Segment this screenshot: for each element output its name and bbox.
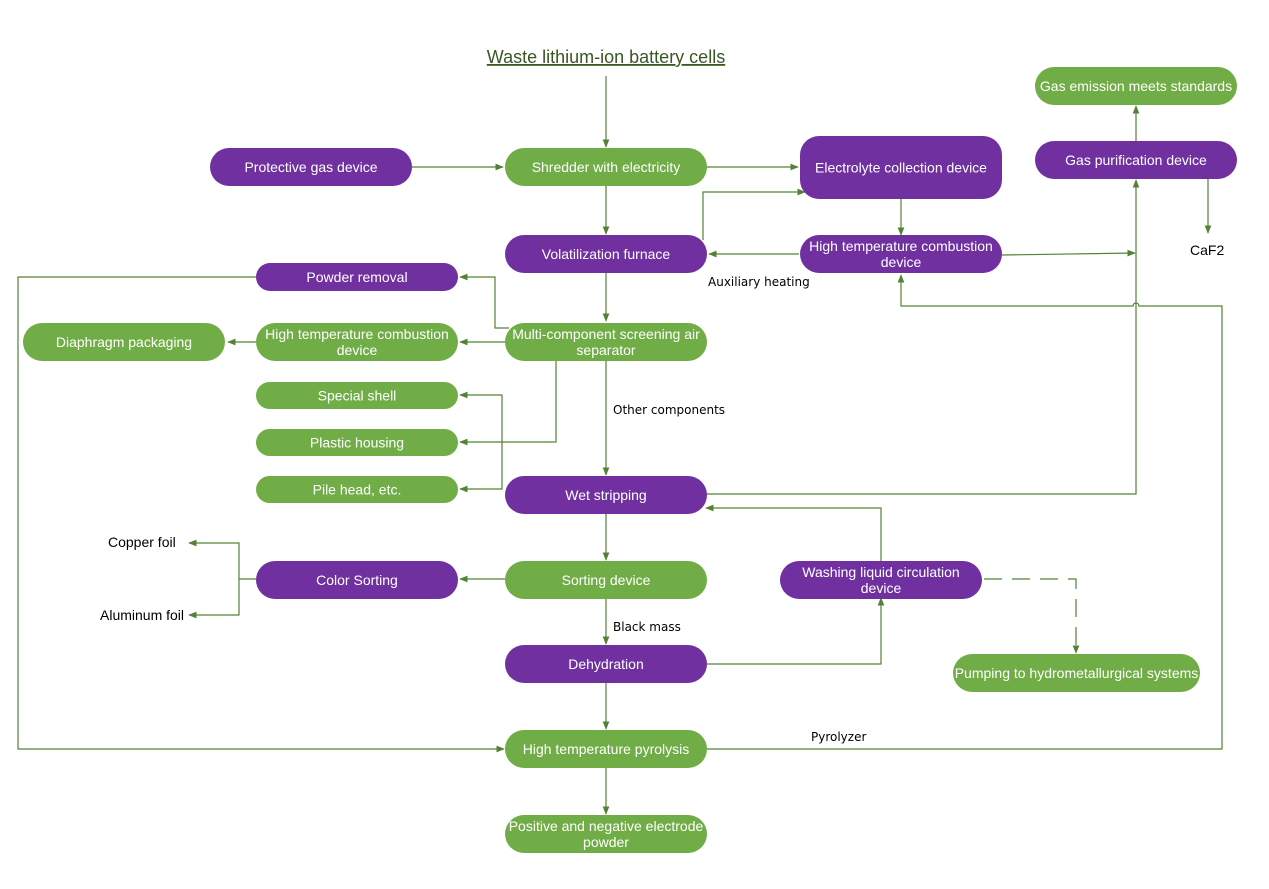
node-box [505,815,707,853]
volatilization-furnace: Volatilization furnace [505,235,707,273]
edges [17,76,1223,815]
pyrolyzer-label: Pyrolyzer [811,730,866,744]
edge-color-to-copper [188,539,256,580]
protective-gas-device: Protective gas device [210,148,412,186]
node-label: Electrolyte collection device [815,160,987,176]
edge-separator-to-plastic [459,361,557,446]
shredder-with-electricity: Shredder with electricity [505,148,707,186]
node-box [210,148,412,186]
electrolyte-collection-device: Electrolyte collection device [800,136,1002,199]
nodes: Protective gas device Shredder with elec… [23,67,1237,853]
edge-bracket-to-special-shell [459,391,503,442]
node-box [505,148,707,186]
node-label: Wet stripping [565,487,646,503]
gas-purification-device: Gas purification device [1035,141,1237,179]
node-label: High temperature combustion [265,326,449,342]
edge-dehydration-to-washing [707,597,885,665]
edge-pyrolysis-to-htc [707,274,1223,750]
diagram-title: Waste lithium-ion battery cells [487,47,725,67]
edge-volatilization-to-electrolyte [702,188,806,240]
dehydration: Dehydration [505,645,707,683]
node-box [953,654,1200,692]
node-box [23,323,225,361]
node-label: Gas purification device [1065,152,1207,168]
node-box [780,561,982,599]
high-temperature-pyrolysis: High temperature pyrolysis [505,730,707,768]
node-label: Color Sorting [316,572,398,588]
node-box [256,382,458,409]
pumping-to-hydrometallurgical-systems: Pumping to hydrometallurgical systems [953,654,1200,692]
copper-foil-label: Copper foil [108,534,176,550]
node-label: device [881,254,922,270]
node-label: Dehydration [568,656,644,672]
edge-separator-to-powder-removal [459,273,509,329]
caf2-label: CaF2 [1190,242,1224,258]
sorting-device: Sorting device [505,561,707,599]
node-label: Gas emission meets standards [1040,78,1232,94]
node-box [256,429,458,456]
color-sorting: Color Sorting [256,561,458,599]
node-label: separator [576,342,635,358]
other-components-label: Other components [613,403,725,417]
node-box [1035,67,1237,105]
node-box [800,235,1002,273]
node-box [256,561,458,599]
node-label: Plastic housing [310,435,404,451]
node-label: Pile head, etc. [313,482,402,498]
gas-emission-meets-standards: Gas emission meets standards [1035,67,1237,105]
edge-bracket-to-pile-head [459,442,503,493]
wet-stripping: Wet stripping [505,476,707,514]
pile-head: Pile head, etc. [256,476,458,503]
node-box [505,561,707,599]
node-box [1035,141,1237,179]
node-box [505,730,707,768]
node-label: Diaphragm packaging [56,334,192,350]
edge-htc-to-gas-line [1001,249,1136,257]
node-label: Powder removal [306,269,407,285]
diaphragm-packaging: Diaphragm packaging [23,323,225,361]
powder-removal: Powder removal [256,263,458,291]
black-mass-label: Black mass [613,620,681,634]
node-label: Washing liquid circulation [802,564,959,580]
node-label: Protective gas device [244,159,377,175]
node-label: Special shell [318,388,397,404]
node-label: Sorting device [562,572,651,588]
node-box [256,263,458,291]
node-box [505,323,707,361]
node-label: device [337,342,378,358]
aluminum-foil-label: Aluminum foil [100,607,184,623]
node-label: powder [583,834,629,850]
edge-color-to-aluminum [188,579,240,619]
node-label: Shredder with electricity [532,159,681,175]
special-shell: Special shell [256,382,458,409]
edge-washing-to-wet [705,504,882,561]
edge-washing-to-pumping [984,578,1080,654]
node-label: device [861,580,902,596]
node-box [505,235,707,273]
node-box [800,136,1002,199]
node-label: Volatilization furnace [542,246,671,262]
node-box [256,476,458,503]
plastic-housing: Plastic housing [256,429,458,456]
node-box [505,645,707,683]
node-box [505,476,707,514]
node-label: High temperature combustion [809,238,993,254]
node-label: High temperature pyrolysis [523,741,690,757]
edge-wet-to-gas-purification [707,179,1140,495]
edge-powder-removal-to-pyrolysis [17,276,505,753]
auxiliary-heating-label: Auxiliary heating [708,275,810,289]
node-label: Pumping to hydrometallurgical systems [955,665,1199,681]
node-label: Positive and negative electrode [509,818,704,834]
node-box [256,323,458,361]
node-label: Multi-component screening air [512,326,700,342]
